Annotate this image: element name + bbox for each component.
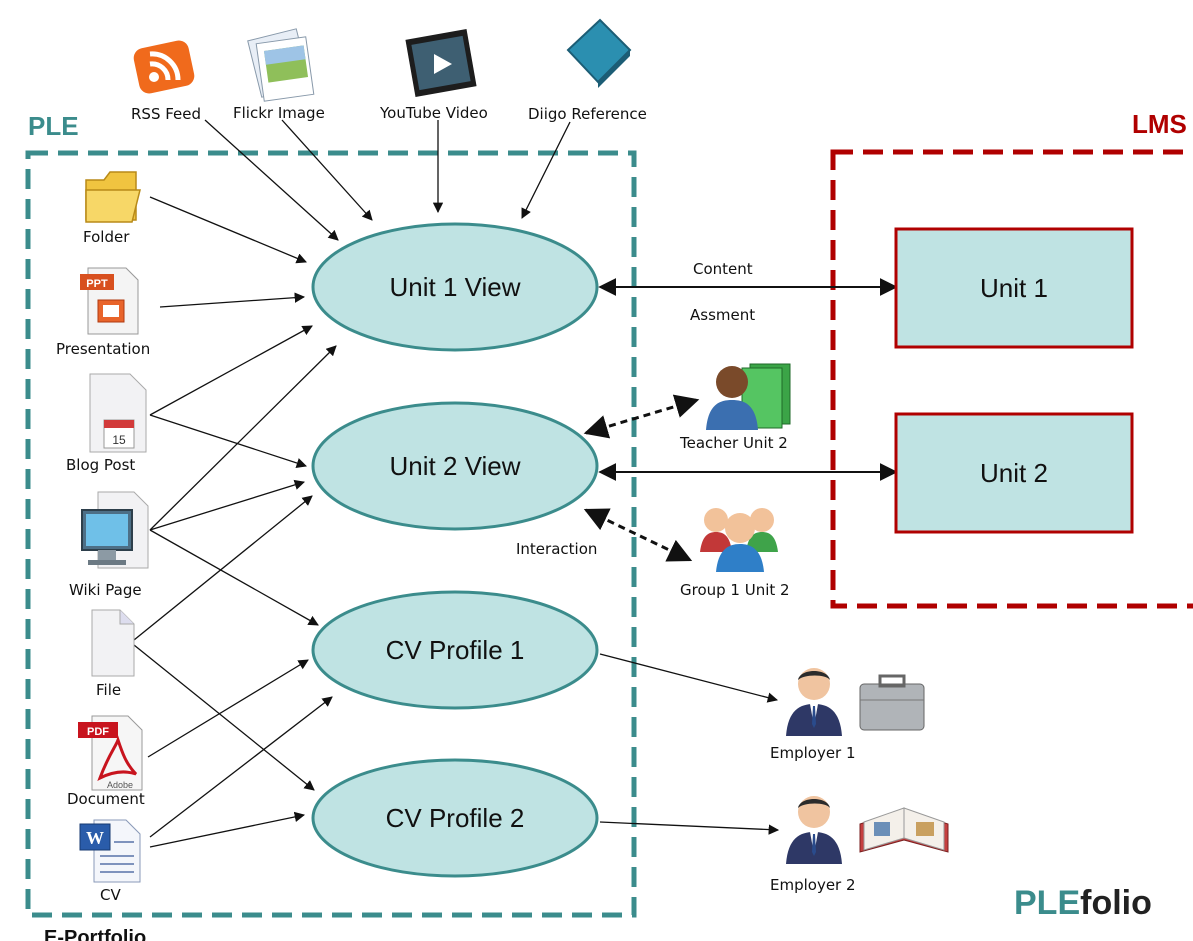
calendar-icon: 15 — [89, 373, 147, 453]
svg-text:Unit 1: Unit 1 — [980, 273, 1048, 303]
presentation-icon: PPT — [80, 267, 139, 335]
eportfolio-label: E-Portfolio — [44, 927, 146, 941]
employer2-label: Employer 2 — [770, 876, 856, 894]
video-icon — [405, 29, 477, 97]
group-interaction-arrow — [583, 508, 693, 562]
rss-label: RSS Feed — [131, 105, 201, 123]
svg-text:15: 15 — [112, 433, 126, 447]
svg-text:PPT: PPT — [86, 278, 108, 290]
businessman-icon-2 — [786, 796, 842, 864]
book-icon — [566, 18, 632, 88]
flickr-label: Flickr Image — [233, 104, 325, 122]
cv-label: CV — [100, 886, 121, 904]
group-label: Group 1 Unit 2 — [680, 581, 790, 599]
group-icon — [700, 508, 778, 572]
svg-text:Unit 2 View: Unit 2 View — [389, 451, 520, 481]
content-label: Content — [693, 260, 753, 278]
interaction-label: Interaction — [516, 540, 597, 558]
lms-frame — [830, 149, 1193, 609]
ple-label: PLE — [28, 111, 79, 141]
assessment-label: Assment — [690, 306, 755, 324]
lms-unit-1[interactable]: Unit 1 — [894, 227, 1134, 349]
ple-frame — [25, 150, 637, 918]
svg-text:Adobe: Adobe — [107, 780, 133, 790]
rss-icon — [133, 40, 195, 94]
teacher-icon — [706, 363, 791, 430]
view-unit2[interactable]: Unit 2 View — [311, 401, 599, 531]
lms-label: LMS — [1132, 109, 1187, 139]
blog-label: Blog Post — [66, 456, 135, 474]
diigo-label: Diigo Reference — [528, 105, 647, 123]
svg-text:Unit 2: Unit 2 — [980, 458, 1048, 488]
file-label: File — [96, 681, 121, 699]
word-icon: W — [79, 819, 141, 883]
file-icon — [91, 609, 135, 677]
photo-icon — [247, 28, 315, 102]
teacher-label: Teacher Unit 2 — [679, 434, 788, 452]
connectors — [133, 119, 780, 848]
svg-text:W: W — [86, 828, 104, 848]
monitor-icon — [81, 491, 149, 569]
open-book-icon — [859, 807, 949, 853]
folder-label: Folder — [83, 228, 130, 246]
folder-icon — [85, 171, 141, 223]
svg-text:PDF: PDF — [87, 726, 109, 738]
svg-text:CV Profile 1: CV Profile 1 — [386, 635, 525, 665]
svg-text:CV Profile 2: CV Profile 2 — [386, 803, 525, 833]
view-cv-profile-1[interactable]: CV Profile 1 — [311, 590, 599, 710]
svg-text:Unit 1 View: Unit 1 View — [389, 272, 520, 302]
presentation-label: Presentation — [56, 340, 150, 358]
briefcase-icon — [859, 674, 925, 731]
teacher-interaction-arrow — [583, 394, 700, 439]
employer1-label: Employer 1 — [770, 744, 856, 762]
view-unit1[interactable]: Unit 1 View — [311, 222, 599, 352]
lms-unit-2[interactable]: Unit 2 — [894, 412, 1134, 534]
wiki-label: Wiki Page — [69, 581, 142, 599]
plefolio-brand: PLEfolio — [1014, 884, 1152, 922]
businessman-icon — [786, 668, 842, 736]
youtube-label: YouTube Video — [379, 104, 488, 122]
view-cv-profile-2[interactable]: CV Profile 2 — [311, 758, 599, 878]
document-label: Document — [67, 790, 145, 808]
pdf-icon: PDF Adobe — [78, 715, 143, 791]
